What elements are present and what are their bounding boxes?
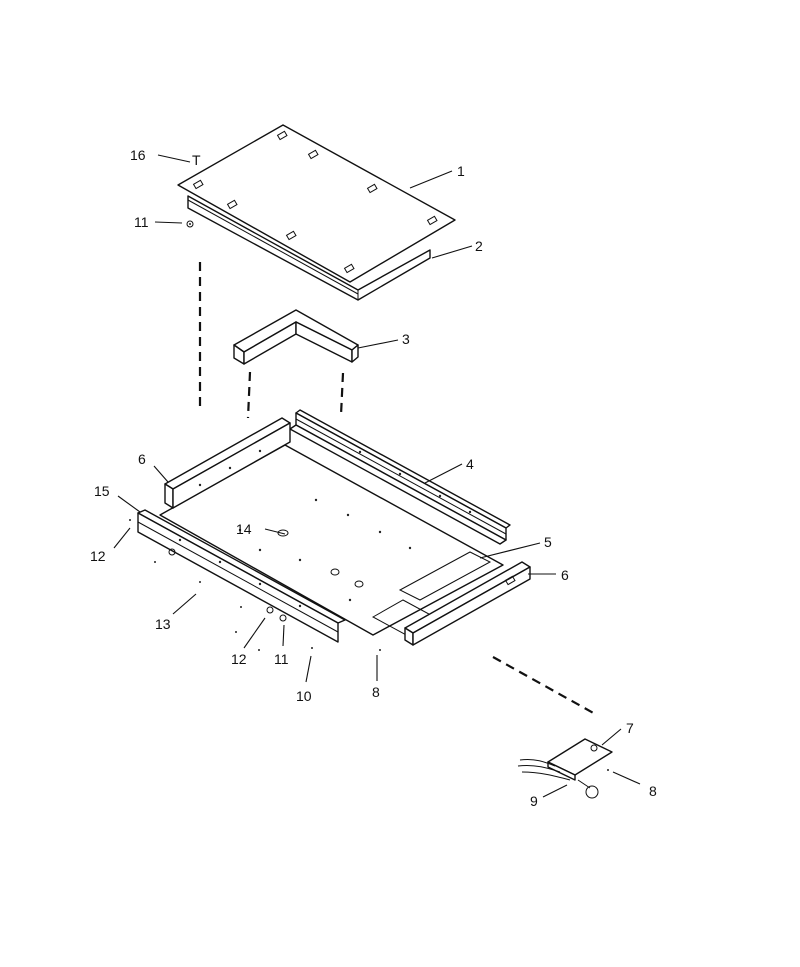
part-15-front-rail — [137, 509, 346, 643]
callout-11-top: 11 — [134, 214, 149, 230]
callout-6-left: 6 — [138, 451, 146, 467]
callout-1: 1 — [457, 163, 465, 179]
part-6-side-rail-left — [164, 417, 291, 509]
callout-8-right: 8 — [649, 783, 657, 799]
callout-6-right: 6 — [561, 567, 569, 583]
callout-11-bottom: 11 — [274, 651, 289, 667]
leader-lines — [113, 154, 641, 798]
callout-4: 4 — [466, 456, 474, 472]
callout-labels: 1 2 3 4 5 6 6 15 14 16 11 12 13 12 11 10… — [90, 147, 657, 809]
part-4-rear-rail — [289, 409, 511, 545]
part-2-board — [187, 195, 431, 301]
callout-15: 15 — [94, 483, 110, 499]
part-1-top-panel — [177, 124, 456, 283]
callout-2: 2 — [475, 238, 483, 254]
callout-7: 7 — [626, 720, 634, 736]
callout-12-bottom: 12 — [231, 651, 247, 667]
part-7-9-sensor-assembly — [517, 738, 613, 799]
callout-5: 5 — [544, 534, 552, 550]
part-3-l-bracket — [233, 309, 359, 365]
panel-slots — [192, 130, 438, 274]
callout-16: 16 — [130, 147, 146, 163]
alignment-lines — [198, 262, 598, 716]
callout-10: 10 — [296, 688, 312, 704]
callout-9: 9 — [530, 793, 538, 809]
callout-13: 13 — [155, 616, 171, 632]
callout-14: 14 — [236, 521, 252, 537]
callout-12-left: 12 — [90, 548, 106, 564]
svg-text:T: T — [192, 152, 201, 168]
hardware-fasteners: T — [129, 152, 609, 771]
callout-8-center: 8 — [372, 684, 380, 700]
part-6-side-rail-right — [404, 561, 531, 646]
callout-3: 3 — [402, 331, 410, 347]
